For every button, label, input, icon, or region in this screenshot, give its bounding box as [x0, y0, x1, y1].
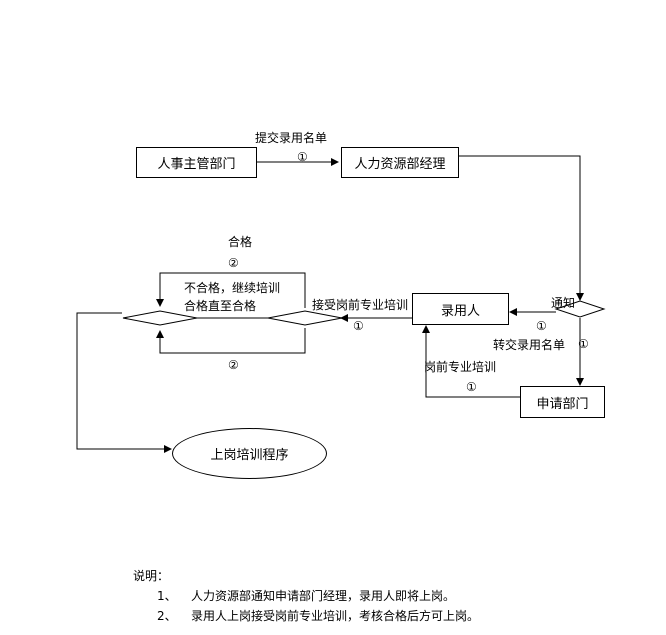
edge-manager-to-notify	[458, 155, 584, 301]
label-notify: 通知	[551, 296, 576, 310]
label-qualified-step: ②	[228, 256, 239, 270]
node-hr-dept: 人事主管部门	[136, 147, 257, 178]
diamond-right	[267, 310, 343, 326]
note-item: 2、录用人上岗接受岗前专业培训，考核合格后方可上岗。	[133, 606, 479, 626]
label-accept-training-step: ①	[353, 319, 364, 333]
node-onboard-training: 上岗培训程序	[172, 428, 327, 479]
edge-dept-to-hired	[422, 325, 520, 398]
edge-to-onboard	[76, 312, 172, 453]
retrain-note-line2: 合格直至合格	[184, 299, 257, 313]
note-item: 1、人力资源部通知申请部门经理，录用人即将上岗。	[133, 586, 479, 606]
node-applying-dept: 申请部门	[520, 386, 605, 418]
diamond-notify	[554, 300, 606, 318]
label-transfer-list: 转交录用名单	[493, 338, 566, 352]
note-text: 录用人上岗接受岗前专业培训，考核合格后方可上岗。	[191, 609, 480, 623]
retrain-note-line1: 不合格，继续培训	[184, 281, 281, 295]
label-transfer-list-step: ①	[578, 337, 589, 351]
notes-heading: 说明：	[133, 569, 170, 583]
label-submit-list-step: ①	[297, 150, 308, 164]
node-hired-person: 录用人	[412, 293, 509, 325]
note-number: 1、	[157, 589, 177, 603]
note-number: 2、	[157, 609, 177, 623]
diamond-left	[122, 310, 198, 326]
edge-bottom-loop	[156, 328, 306, 354]
label-submit-list: 提交录用名单	[255, 131, 328, 145]
label-pre-job-training: 岗前专业培训	[424, 360, 497, 374]
label-qualified: 合格	[228, 235, 253, 249]
label-bottom-loop-step: ②	[228, 358, 239, 372]
node-hr-manager: 人力资源部经理	[341, 147, 459, 178]
edge-top-loop	[156, 272, 306, 308]
label-notify-step: ①	[536, 319, 547, 333]
note-text: 人力资源部通知申请部门经理，录用人即将上岗。	[191, 589, 456, 603]
notes-section: 说明： 1、人力资源部通知申请部门经理，录用人即将上岗。 2、录用人上岗接受岗前…	[133, 566, 479, 626]
label-accept-training: 接受岗前专业培训	[312, 298, 409, 312]
label-pre-job-training-step: ①	[466, 380, 477, 394]
